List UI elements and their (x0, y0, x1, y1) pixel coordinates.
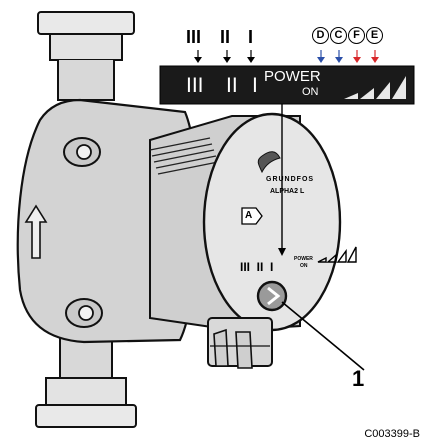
grundfos-logo-icon (257, 151, 281, 174)
model-name: ALPHA2 L (270, 188, 305, 195)
mode-badge-icon (241, 207, 263, 225)
rating-label (149, 137, 219, 175)
mode-label-d: D (312, 27, 329, 44)
panel-speed-i: I (252, 74, 258, 97)
mode-label-e: E (366, 27, 383, 44)
dial-power-bars-icon (317, 246, 357, 263)
panel-speed-ii: II (226, 74, 238, 97)
brand-name: GRUNDFOS (266, 176, 315, 183)
reference-code: C003399-B (364, 428, 420, 440)
speed-label-iii: III (186, 27, 202, 47)
callout-leader-line (281, 301, 341, 351)
panel-power-bars-icon (344, 76, 406, 99)
mode-label-f: F (348, 27, 365, 44)
display-panel (159, 65, 415, 105)
speed-arrows (194, 50, 255, 63)
mode-arrows (317, 50, 379, 63)
push-button[interactable] (256, 280, 288, 312)
connector-box (207, 317, 273, 369)
speed-label-i: I (248, 27, 254, 47)
speed-label-ii: II (220, 27, 231, 47)
mode-label-c: C (330, 27, 347, 44)
panel-power-label: POWER (264, 68, 321, 85)
panel-speed-iii: III (186, 74, 204, 97)
dial-power-label: POWER (294, 256, 313, 262)
bolt-bottom (65, 298, 103, 328)
flow-arrow-icon (24, 204, 48, 259)
bolt-top (63, 137, 101, 167)
dial-on-label: ON (300, 263, 308, 269)
dial-speed-row: III II I (240, 260, 274, 274)
callout-number: 1 (352, 366, 365, 391)
mode-badge-label: A (245, 210, 253, 221)
bottom-flange (35, 330, 137, 428)
top-flange (37, 11, 135, 101)
panel-on-label: ON (302, 86, 319, 98)
